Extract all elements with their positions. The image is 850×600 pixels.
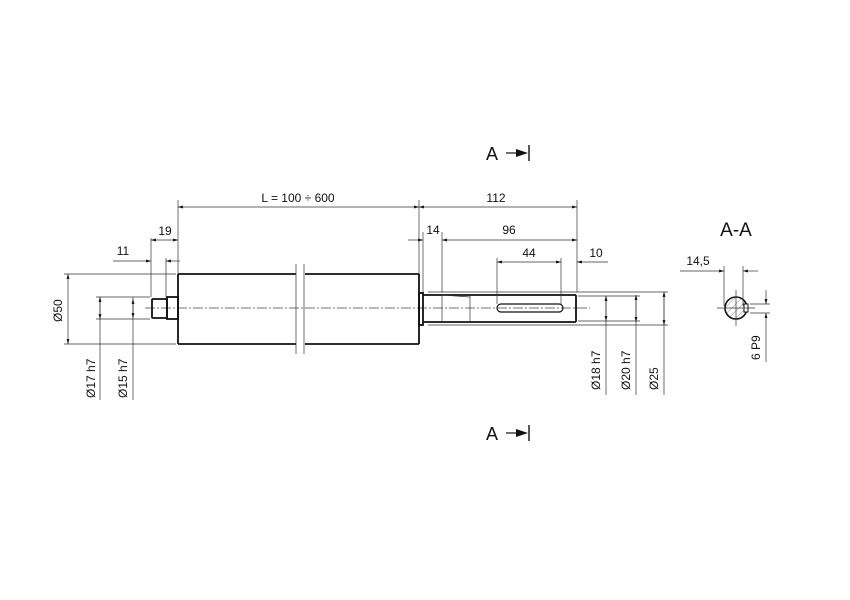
section-marker-top: A bbox=[486, 144, 530, 164]
svg-text:96: 96 bbox=[502, 223, 516, 237]
shaft-body bbox=[177, 264, 420, 354]
section-marker-top-label: A bbox=[486, 144, 498, 164]
keyway-slot bbox=[496, 303, 564, 313]
svg-text:19: 19 bbox=[158, 224, 172, 238]
svg-text:Ø18 h7: Ø18 h7 bbox=[589, 350, 603, 390]
svg-text:Ø25: Ø25 bbox=[647, 367, 661, 390]
svg-text:14: 14 bbox=[426, 223, 440, 237]
dimension-dia-right: Ø18 h7 Ø20 h7 Ø25 bbox=[428, 291, 668, 395]
section-marker-bottom: A bbox=[486, 424, 530, 444]
section-title: A-A bbox=[720, 220, 752, 241]
svg-text:14,5: 14,5 bbox=[686, 254, 710, 268]
right-shaft bbox=[418, 292, 577, 326]
dimension-14-96: 14 96 bbox=[408, 223, 577, 292]
svg-text:11: 11 bbox=[117, 244, 130, 258]
dimension-44-10: 44 10 bbox=[496, 246, 608, 304]
section-view-AA: A-A 14,5 6 P9 bbox=[680, 220, 770, 362]
svg-text:Ø50: Ø50 bbox=[51, 299, 65, 322]
svg-text:Ø20 h7: Ø20 h7 bbox=[619, 350, 633, 390]
section-marker-bottom-label: A bbox=[486, 424, 498, 444]
svg-text:6 P9: 6 P9 bbox=[749, 335, 763, 360]
dimension-dia-50: Ø50 bbox=[51, 273, 176, 345]
svg-text:Ø15 h7: Ø15 h7 bbox=[116, 358, 130, 398]
svg-text:Ø17 h7: Ø17 h7 bbox=[84, 358, 98, 398]
svg-text:10: 10 bbox=[589, 246, 603, 260]
dimension-112: 112 bbox=[419, 191, 578, 292]
left-journal bbox=[151, 296, 179, 320]
svg-text:L = 100 ÷ 600: L = 100 ÷ 600 bbox=[261, 191, 335, 205]
dimension-L: L = 100 ÷ 600 bbox=[177, 191, 420, 274]
dimension-19-11: 19 11 bbox=[113, 224, 180, 297]
svg-text:44: 44 bbox=[522, 246, 536, 260]
dimension-dia-17-15: Ø17 h7 Ø15 h7 bbox=[84, 296, 150, 400]
svg-text:112: 112 bbox=[486, 191, 505, 205]
